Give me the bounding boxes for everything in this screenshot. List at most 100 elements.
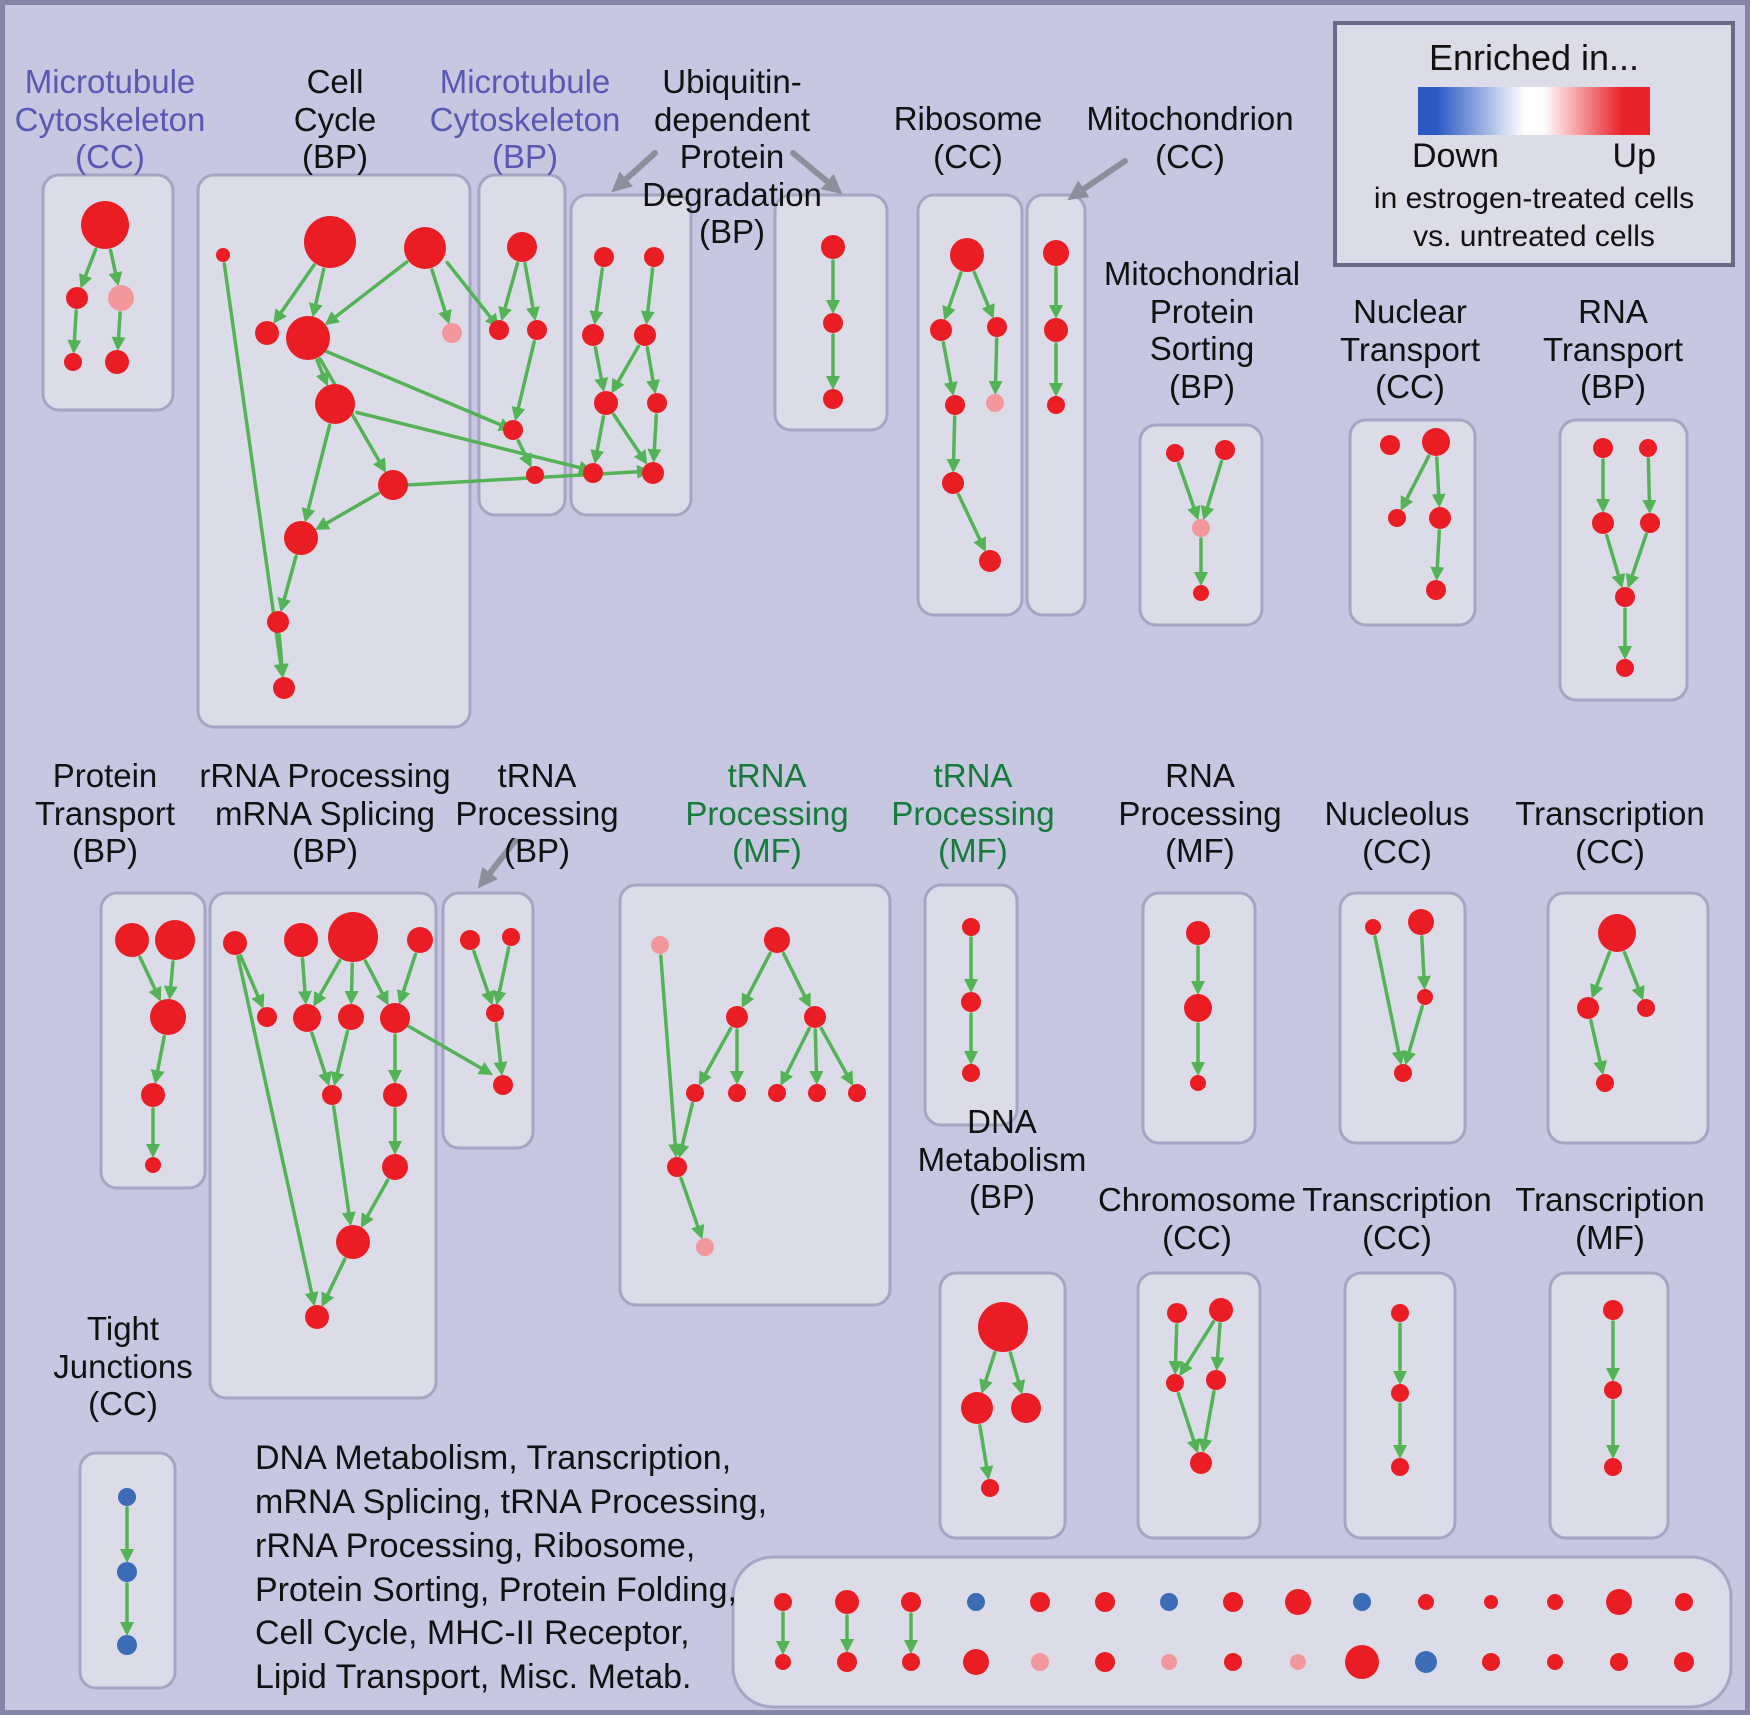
go-term-node — [66, 287, 88, 309]
go-term-node — [1345, 1645, 1379, 1679]
edge-arrow — [163, 960, 178, 1001]
legend: Enriched in... Down Up in estrogen-treat… — [1333, 21, 1735, 267]
go-term-node — [961, 992, 981, 1012]
label-pointer-arrow — [1067, 158, 1128, 201]
go-term-node — [594, 391, 618, 415]
cross-cluster-edge-arrow — [355, 410, 593, 475]
go-term-node — [837, 1652, 857, 1672]
go-term-node — [1224, 1653, 1242, 1671]
edge-arrow — [150, 1034, 166, 1085]
edge-arrow — [314, 491, 381, 530]
go-term-node — [930, 319, 952, 341]
edge-arrow — [331, 1105, 356, 1227]
go-term-node — [1031, 1653, 1049, 1671]
edge-arrow — [1590, 950, 1612, 999]
label-pointer-arrow — [477, 838, 518, 889]
legend-axis-labels: Down Up — [1412, 137, 1656, 176]
go-term-node — [1380, 435, 1400, 455]
edge-arrow — [277, 554, 298, 613]
edge-arrow — [1604, 533, 1626, 589]
go-term-node — [1184, 994, 1212, 1022]
edge-arrow — [222, 262, 288, 679]
go-term-node — [502, 928, 520, 946]
edge-arrow — [809, 1028, 824, 1085]
go-term-node — [1547, 1594, 1563, 1610]
edge-arrow — [310, 1031, 332, 1087]
edge-arrow — [978, 1424, 994, 1481]
go-term-node — [978, 1302, 1028, 1352]
legend-up-label: Up — [1612, 137, 1656, 175]
go-term-node — [1417, 989, 1433, 1005]
edge-arrow — [492, 946, 511, 1006]
edge-arrow — [611, 344, 641, 394]
go-term-node — [1011, 1393, 1041, 1423]
go-term-node — [526, 466, 544, 484]
edge-arrow — [523, 261, 540, 322]
go-term-node — [582, 324, 604, 346]
go-term-node — [442, 323, 462, 343]
go-term-node — [644, 247, 664, 267]
misc-category-list: DNA Metabolism, Transcription, mRNA Spli… — [255, 1439, 768, 1697]
go-term-node — [145, 1157, 161, 1173]
edge-arrow — [645, 346, 660, 395]
edge-arrow — [108, 248, 123, 287]
cluster-box-nucleolus-cc — [1338, 891, 1467, 1145]
go-term-node — [273, 677, 295, 699]
go-term-node — [667, 1157, 687, 1177]
edge-arrow — [640, 267, 655, 326]
edge-arrow — [498, 261, 520, 322]
go-term-node — [286, 316, 330, 360]
go-term-node — [1408, 909, 1434, 935]
go-term-node — [105, 350, 129, 374]
edge-arrow — [941, 341, 958, 397]
go-term-node — [1391, 1304, 1409, 1322]
go-term-node — [378, 470, 408, 500]
go-term-node — [967, 1593, 985, 1611]
go-term-node — [1186, 921, 1210, 945]
go-term-node — [1603, 1300, 1623, 1320]
edge-arrow — [675, 1101, 695, 1159]
cluster-box-transcription-mf — [1548, 1271, 1670, 1540]
edge-arrow — [1400, 454, 1431, 511]
edge-arrow — [308, 267, 326, 318]
go-term-node — [1391, 1458, 1409, 1476]
edge-arrow — [1008, 1351, 1026, 1395]
go-term-node — [583, 463, 603, 483]
edge-arrow — [396, 952, 418, 1005]
go-term-node — [774, 1593, 792, 1611]
edge-arrow — [344, 962, 359, 1005]
edge-arrow — [315, 358, 329, 387]
edge-arrow — [330, 1029, 350, 1087]
edge-arrow — [79, 247, 98, 289]
edge-arrow — [1200, 459, 1224, 521]
go-term-node — [594, 247, 614, 267]
label-pointer-arrow — [611, 150, 658, 193]
go-term-node — [223, 931, 247, 955]
edge-arrow — [1625, 532, 1648, 589]
cluster-box-ribosome-cc — [916, 193, 1024, 617]
go-term-node — [284, 521, 318, 555]
go-term-node — [503, 420, 523, 440]
go-term-node — [1593, 438, 1613, 458]
cluster-box-protein-transport-bp — [99, 891, 207, 1190]
go-term-node — [1604, 1458, 1622, 1476]
go-term-node — [1365, 919, 1381, 935]
go-term-node — [1192, 519, 1210, 537]
go-term-node — [315, 384, 355, 424]
go-term-node — [383, 1083, 407, 1107]
edge-arrow — [511, 339, 536, 422]
go-term-node — [963, 1649, 989, 1675]
go-term-node — [1577, 997, 1599, 1019]
edge-arrow — [1176, 461, 1201, 521]
go-term-node — [108, 285, 134, 311]
go-term-node — [961, 1392, 993, 1424]
edge-arrow — [472, 949, 495, 1006]
network-graph — [41, 150, 1733, 1709]
edge-arrow — [1431, 456, 1446, 508]
go-term-node — [336, 1225, 370, 1259]
go-term-node — [155, 920, 195, 960]
go-term-node — [141, 1083, 165, 1107]
edge-arrow — [819, 1026, 854, 1086]
edge-arrow — [589, 267, 605, 326]
go-term-node — [1604, 1381, 1622, 1399]
